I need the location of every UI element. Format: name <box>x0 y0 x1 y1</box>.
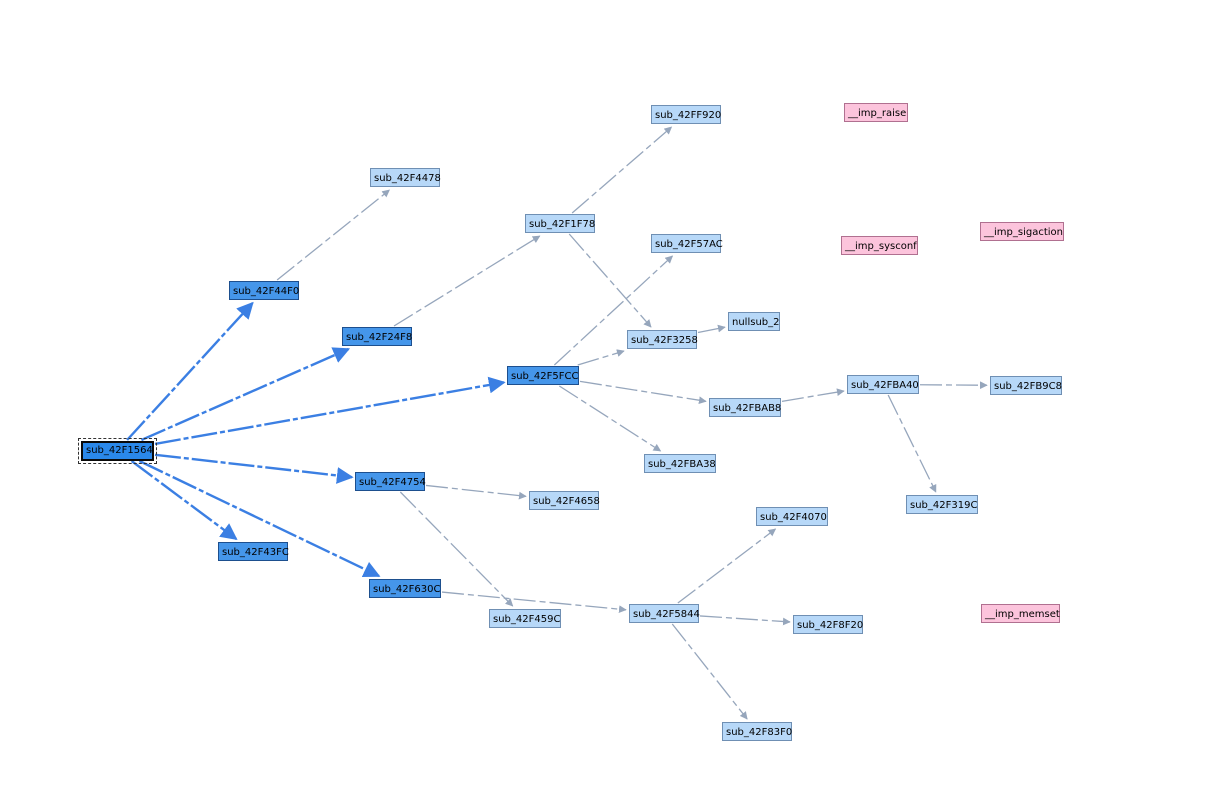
edge-sub_42F4754-to-sub_42F4658 <box>425 484 527 500</box>
graph-node-imp-sysconf[interactable]: __imp_sysconf <box>841 236 918 255</box>
graph-node-sub-42FBA40[interactable]: sub_42FBA40 <box>847 375 919 394</box>
graph-node-sub-42F24F8[interactable]: sub_42F24F8 <box>342 327 412 346</box>
edge-sub_42F1F78-to-sub_42F3258 <box>568 233 652 328</box>
graph-node-sub-42F459C[interactable]: sub_42F459C <box>489 609 561 628</box>
edge-sub_42F5844-to-sub_42F83F0 <box>671 623 748 720</box>
edge-sub_42F5FCC-to-sub_42F3258 <box>577 349 625 366</box>
edge-sub_42F5FCC-to-sub_42FBA38 <box>558 385 662 452</box>
graph-node-sub-42F4754[interactable]: sub_42F4754 <box>355 472 426 491</box>
graph-node-sub-42F4478[interactable]: sub_42F4478 <box>370 168 441 187</box>
edge-sub_42FBAB8-to-sub_42FBA40 <box>781 388 845 402</box>
graph-node-sub-42F57AC[interactable]: sub_42F57AC <box>651 234 723 253</box>
edge-sub_42F1564-to-sub_42F44F0 <box>126 301 254 441</box>
edge-sub_42F1564-to-sub_42F630C <box>138 459 381 578</box>
edge-sub_42F3258-to-nullsub_2 <box>697 324 726 334</box>
graph-node-sub-42F5844[interactable]: sub_42F5844 <box>629 604 700 623</box>
edge-sub_42F4754-to-sub_42F459C <box>399 491 514 607</box>
graph-node-sub-42F5FCC[interactable]: sub_42F5FCC <box>507 366 579 385</box>
edge-sub_42F24F8-to-sub_42F1F78 <box>393 235 541 327</box>
edge-sub_42FBA40-to-sub_42F319C <box>887 394 937 493</box>
graph-node-sub-42F1564[interactable]: sub_42F1564 <box>78 438 157 464</box>
graph-node-sub-42F83F0[interactable]: sub_42F83F0 <box>722 722 792 741</box>
edge-sub_42F630C-to-sub_42F5844 <box>441 591 627 614</box>
edge-sub_42F5844-to-sub_42F4070 <box>677 528 777 604</box>
graph-node-sub-42F4658[interactable]: sub_42F4658 <box>529 491 600 510</box>
graph-node-sub-42FBA38[interactable]: sub_42FBA38 <box>644 454 716 473</box>
graph-node-sub-42F8F20[interactable]: sub_42F8F20 <box>793 615 863 634</box>
edge-sub_42F1F78-to-sub_42FF920 <box>571 126 673 214</box>
edge-sub_42F5FCC-to-sub_42FBAB8 <box>579 380 707 405</box>
graph-node-nullsub-2[interactable]: nullsub_2 <box>728 312 780 331</box>
edge-sub_42F5FCC-to-sub_42F57AC <box>553 255 674 366</box>
graph-node-sub-42F43FC[interactable]: sub_42F43FC <box>218 542 289 561</box>
graph-node-imp-sigaction[interactable]: __imp_sigaction <box>980 222 1064 241</box>
edge-sub_42F1564-to-sub_42F24F8 <box>140 347 351 442</box>
graph-node-imp-memset[interactable]: __imp_memset <box>981 604 1060 623</box>
edge-sub_42F1564-to-sub_42F43FC <box>130 460 238 541</box>
edge-sub_42F1564-to-sub_42F4754 <box>154 453 354 484</box>
edge-sub_42F44F0-to-sub_42F4478 <box>276 189 391 281</box>
edge-sub_42F5844-to-sub_42F8F20 <box>699 615 791 626</box>
graph-node-imp-raise[interactable]: __imp_raise <box>844 103 908 122</box>
graph-node-sub-42F3258[interactable]: sub_42F3258 <box>627 330 698 349</box>
graph-node-sub-42FB9C8[interactable]: sub_42FB9C8 <box>990 376 1062 395</box>
graph-node-sub-42F4070[interactable]: sub_42F4070 <box>756 507 828 526</box>
graph-node-sub-42F1F78[interactable]: sub_42F1F78 <box>525 214 595 233</box>
graph-node-sub-42FF920[interactable]: sub_42FF920 <box>651 105 721 124</box>
graph-node-sub-42F630C[interactable]: sub_42F630C <box>369 579 441 598</box>
graph-node-sub-42FBAB8[interactable]: sub_42FBAB8 <box>709 398 781 417</box>
graph-node-sub-42F44F0[interactable]: sub_42F44F0 <box>229 281 299 300</box>
graph-node-sub-42F319C[interactable]: sub_42F319C <box>906 495 978 514</box>
edge-sub_42F1564-to-sub_42F5FCC <box>154 376 506 446</box>
